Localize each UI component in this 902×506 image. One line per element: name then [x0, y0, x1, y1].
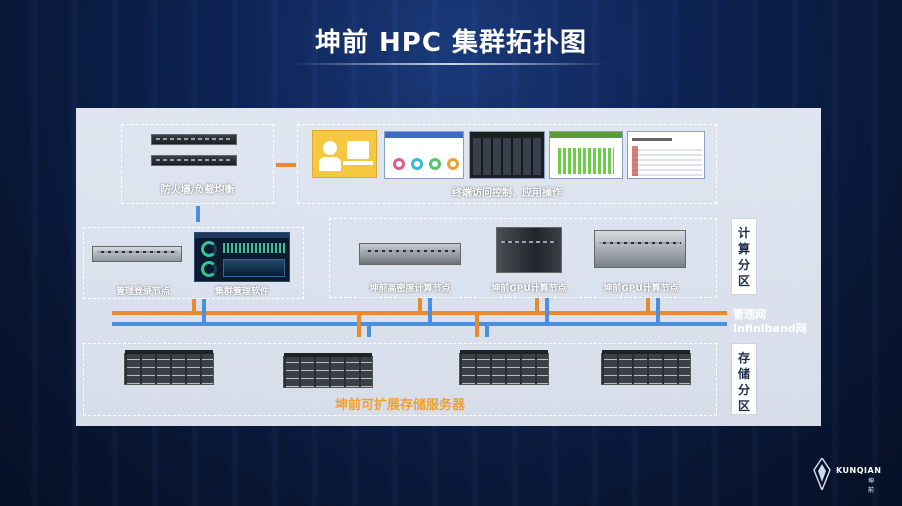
management-network-label: 管理网	[733, 308, 766, 321]
storage-zone-tab: 存 储 分 区	[731, 343, 757, 415]
cluster-software-label: 集群管理软件	[214, 287, 269, 297]
terminal-box	[297, 124, 717, 204]
firewall-box	[121, 124, 274, 204]
storage-label: 坤前可扩展存储服务器	[334, 398, 465, 413]
terminal-screenshot-1	[384, 131, 464, 179]
terminal-label: 终端访问控制、应用操作	[452, 188, 562, 199]
storage-server-4	[601, 350, 691, 385]
high-density-label: 坤前高密度计算节点	[369, 284, 451, 294]
terminal-screenshot-2	[469, 131, 545, 179]
brand-sub: 坤前	[868, 478, 875, 494]
ib-drop-highdensity	[428, 298, 432, 324]
firewall-compute-link	[196, 206, 200, 222]
mgmt-drop-gpu2	[646, 298, 650, 313]
brand-name: KUNQIAN	[836, 466, 882, 475]
ib-drop-gpu2	[656, 298, 660, 324]
terminal-screenshot-3	[549, 131, 623, 179]
kunqian-logo-icon	[813, 458, 831, 490]
ib-drop-gpu1	[545, 298, 549, 324]
firewall-terminal-link	[276, 163, 296, 167]
ib-drop-management	[202, 299, 206, 324]
infiniband-network-label: Infiniband网	[733, 322, 807, 335]
compute-zone-tab: 计 算 分 区	[731, 218, 757, 295]
infiniband-network-line	[112, 322, 727, 326]
ib-drop-storage-2	[485, 324, 489, 337]
cluster-software-screen	[194, 232, 290, 282]
mgmt-drop-highdensity	[418, 298, 422, 313]
storage-server-1	[124, 350, 214, 385]
gpu-node-1-label: 坤前GPU计算节点	[491, 284, 567, 294]
high-density-server	[359, 243, 461, 265]
mgmt-drop-management	[192, 299, 196, 313]
storage-box	[83, 343, 717, 416]
terminal-screenshot-4	[627, 131, 705, 179]
compute-box	[329, 218, 717, 298]
login-node-server	[92, 246, 182, 262]
mgmt-drop-storage-2	[475, 313, 479, 337]
login-node-label: 管理登录节点	[115, 287, 170, 297]
gpu-rack-server	[594, 230, 686, 268]
title-underline	[293, 63, 609, 65]
firewall-device-1	[151, 134, 237, 145]
gpu-node-2-label: 坤前GPU计算节点	[603, 284, 679, 294]
user-terminal-icon	[312, 130, 377, 178]
gpu-tower-server	[496, 227, 562, 273]
ib-drop-storage-1	[367, 324, 371, 337]
mgmt-drop-gpu1	[535, 298, 539, 313]
management-network-line	[112, 311, 727, 315]
storage-server-3	[459, 350, 549, 385]
mgmt-drop-storage-1	[357, 313, 361, 337]
page-title: 坤前 HPC 集群拓扑图	[314, 28, 587, 58]
storage-server-2	[283, 353, 373, 388]
firewall-device-2	[151, 155, 237, 166]
management-box	[83, 227, 304, 299]
firewall-label: 防火墙/负载均衡	[160, 185, 235, 196]
